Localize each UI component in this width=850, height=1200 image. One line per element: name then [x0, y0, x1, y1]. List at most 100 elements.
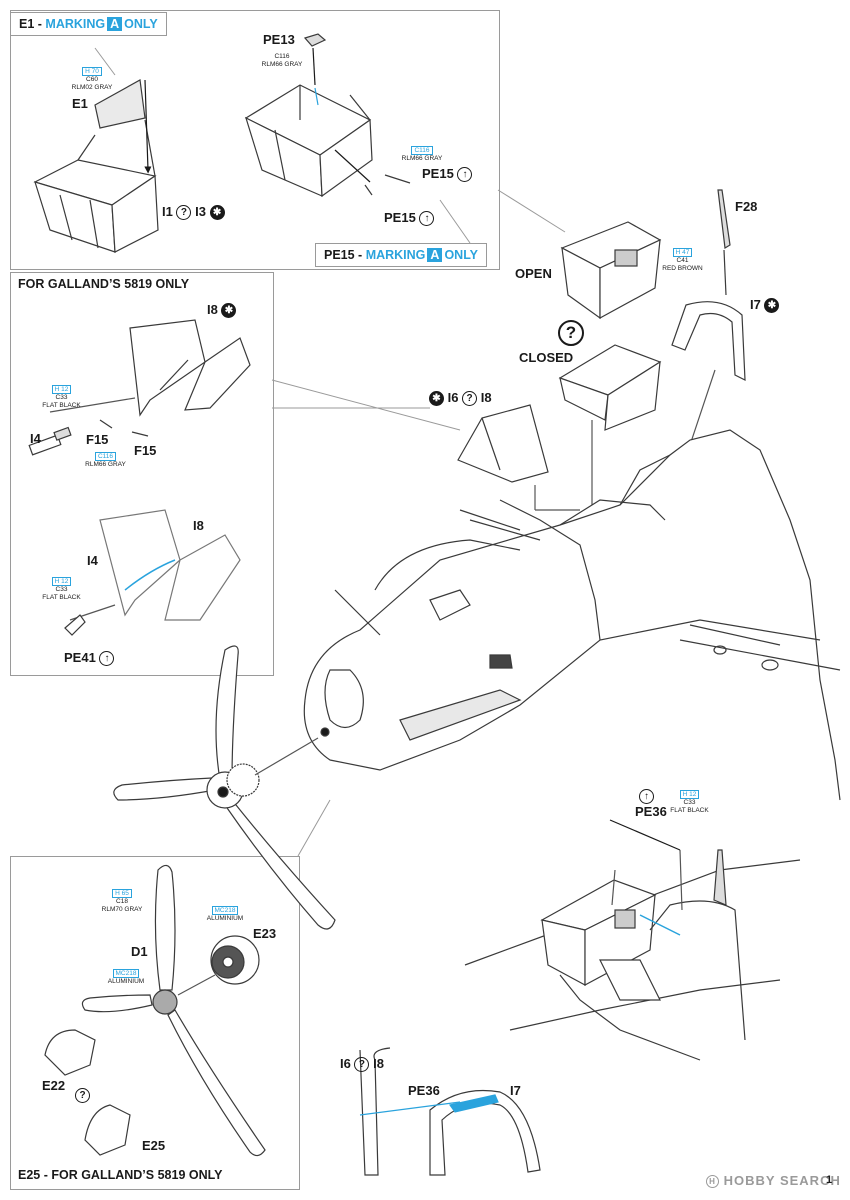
paint-code: MC218	[112, 969, 140, 978]
header-marking: MARKING	[45, 17, 106, 31]
paint-callout-f15: C116 RLM66 GRAY	[78, 452, 133, 469]
page-number: 1	[826, 1174, 833, 1186]
label-i8: I8	[480, 390, 492, 405]
label-e1: E1	[72, 96, 88, 111]
star-icon: ✱	[209, 205, 225, 221]
paint-name: FLAT BLACK	[670, 806, 709, 814]
label-pe15: PE15	[422, 166, 454, 181]
paint-name: RLM02 GRAY	[71, 83, 113, 91]
header-galland: FOR GALLAND’S 5819 ONLY	[18, 277, 190, 291]
paint-name: FLAT BLACK	[42, 401, 81, 409]
label-i1-i3: I1 ? I3 ✱	[162, 204, 225, 221]
paint-ref: C116	[94, 452, 117, 461]
paint-name: ALUMINIUM	[206, 915, 244, 922]
star-icon: ✱	[429, 391, 444, 407]
label-f15-a: F15	[86, 432, 109, 447]
pe13-part	[303, 33, 327, 47]
label-i3: I3	[195, 204, 206, 219]
paint-name: ALUMINIUM	[107, 978, 145, 985]
e25-propeller	[44, 864, 266, 1157]
canopy-i6-i8	[457, 404, 549, 483]
label-i4-galland-2: I4	[87, 553, 98, 568]
canopy-galland-lower	[99, 509, 241, 621]
canopy-galland-top	[129, 319, 251, 417]
star-icon: ✱	[764, 298, 780, 314]
canopy-frame-pe13	[244, 84, 373, 198]
paint-callout-pe15: C116 RLM66 GRAY	[392, 146, 452, 163]
label-pe15-a: PE15 ↑	[422, 166, 473, 183]
label-pe15: PE15	[384, 210, 416, 225]
paint-callout-pe36: H 12 C33 FLAT BLACK	[662, 790, 717, 814]
label-f15-b: F15	[134, 443, 157, 458]
label-e22: E22	[42, 1078, 66, 1093]
paint-code: H 47	[672, 248, 693, 257]
header-prefix: E1 -	[19, 17, 46, 31]
paint-code: H 65	[112, 889, 132, 898]
paint-callout-e1: H 70 C60 RLM02 GRAY	[62, 67, 122, 91]
paint-ref: C41	[676, 257, 689, 264]
label-pe36-top: ↑ PE36	[635, 788, 667, 819]
question-icon: ?	[75, 1088, 90, 1103]
label-i6: I6	[340, 1056, 351, 1071]
watermark-text: HOBBY SEARCH	[723, 1173, 841, 1188]
label-f28: F28	[735, 199, 758, 214]
paint-code: H 12	[679, 790, 700, 799]
header-e25-galland: E25 - FOR GALLAND’S 5819 ONLY	[18, 1168, 223, 1182]
marking-a-badge: A	[427, 248, 443, 262]
label-i7-bottom: I7	[510, 1083, 521, 1098]
paint-callout-pe41: H 12 C33 FLAT BLACK	[34, 577, 89, 601]
header-suffix: ONLY	[444, 248, 479, 262]
label-pe36-bottom: PE36	[408, 1083, 440, 1098]
paint-name: RLM66 GRAY	[261, 60, 303, 68]
label-closed: CLOSED	[519, 350, 574, 365]
paint-ref: C33	[55, 586, 68, 593]
label-i6-i8-bottom: I6 ? I8	[340, 1056, 384, 1073]
watermark-brand: H HOBBY SEARCH	[706, 1173, 841, 1189]
question-icon: ?	[176, 205, 192, 221]
question-icon: ?	[354, 1057, 370, 1073]
paint-callout-d1: H 65 C18 RLM70 GRAY	[92, 889, 152, 913]
label-open: OPEN	[515, 266, 552, 281]
label-pe13: PE13	[263, 32, 295, 47]
paint-ref: C33	[683, 799, 696, 806]
label-i7: I7	[750, 297, 761, 312]
canopy-frame-bottom	[359, 1047, 541, 1176]
paint-ref: C33	[55, 394, 68, 401]
arrow-up-icon: ↑	[99, 651, 115, 667]
header-marking: MARKING	[365, 248, 426, 262]
f28-antenna	[717, 189, 731, 249]
canopy-closed	[558, 344, 662, 431]
label-pe41-text: PE41	[64, 650, 96, 665]
header-suffix: ONLY	[124, 17, 158, 31]
label-i8-galland-2: I8	[193, 518, 204, 533]
arrow-up-icon: ↑	[457, 167, 473, 183]
paint-code: H 12	[51, 385, 72, 394]
label-i7-top: I7 ✱	[750, 297, 780, 314]
marking-a-badge: A	[107, 17, 123, 31]
i4-part	[28, 426, 72, 456]
label-i4-galland: I4	[30, 431, 41, 446]
canopy-frame-e1	[33, 79, 159, 253]
paint-code: H 70	[82, 67, 102, 76]
header-prefix: PE15 -	[324, 248, 366, 262]
paint-ref: C116	[411, 146, 433, 155]
hobby-search-logo-icon: H	[706, 1175, 719, 1189]
label-i1: I1	[162, 204, 173, 219]
label-i8-galland: I8 ✱	[207, 302, 237, 319]
windscreen-i7	[671, 301, 746, 381]
label-d1: D1	[131, 944, 148, 959]
panel-leader-lines	[94, 47, 566, 857]
main-propeller	[113, 645, 336, 930]
arrow-up-icon: ↑	[419, 211, 435, 227]
label-e25: E25	[142, 1138, 166, 1153]
arrow-up-icon: ↑	[639, 789, 654, 805]
canopy-open	[560, 221, 662, 320]
label-i6: I6	[447, 390, 459, 405]
paint-ref: C116	[274, 53, 290, 60]
cockpit-assembly-bottom	[464, 849, 801, 1061]
paint-name: RLM66 GRAY	[401, 155, 443, 162]
paint-ref: C18	[116, 898, 128, 905]
paint-code: H 12	[51, 577, 72, 586]
